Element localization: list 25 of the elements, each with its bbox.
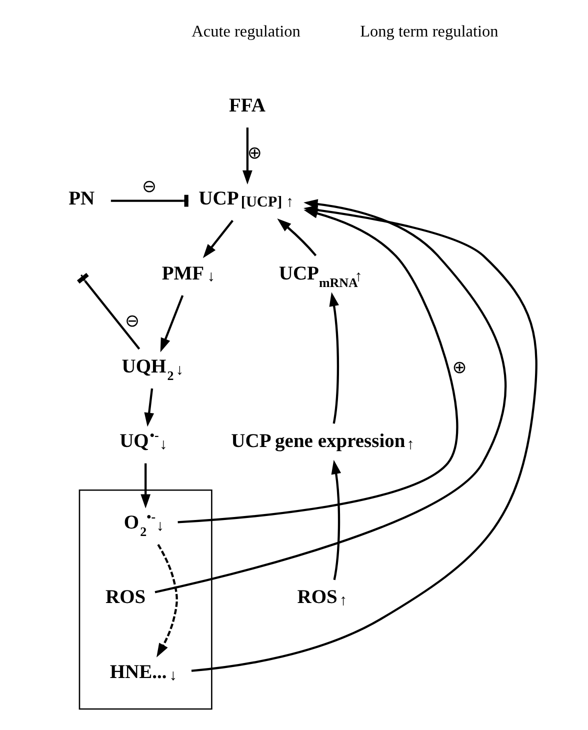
node-text: UCP$_{mRNA}$: [278, 262, 358, 290]
label: Acute regulation: [191, 22, 300, 40]
node-text: UCP: [198, 188, 238, 209]
node-label: ↑: [339, 592, 347, 609]
edge-label: ⊖: [142, 176, 156, 196]
node-label: ↓: [159, 436, 167, 453]
node-text: UCP gene expression: [230, 430, 405, 452]
node-text: UQ$^{•-}$: [119, 427, 158, 452]
node-text: ROS: [296, 586, 337, 608]
node-label: [UCP] ↑: [240, 192, 294, 210]
node-text: HNE...: [109, 662, 166, 683]
node-label: ↓: [175, 360, 184, 378]
edge-label: ⊕: [452, 357, 466, 378]
node-text: PN: [68, 188, 94, 209]
node-text: ROS: [104, 586, 146, 608]
node-label: ↑: [406, 436, 414, 453]
node-label: ↓: [156, 516, 164, 534]
node-label: ↓: [168, 666, 177, 684]
node-text: UQH$_{2}$: [121, 356, 174, 382]
node-text: PMF: [161, 262, 204, 284]
edge-label: ⊕: [246, 142, 262, 163]
edge-label: ⊖: [124, 310, 140, 331]
node-label: ↓: [206, 268, 214, 285]
label: Long term regulation: [360, 22, 498, 40]
node-text: FFA: [228, 94, 265, 116]
